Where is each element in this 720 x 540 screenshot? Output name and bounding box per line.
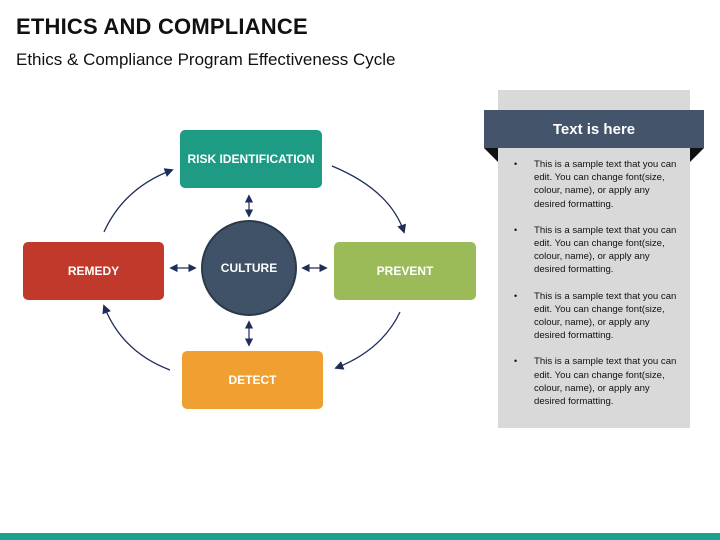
bullet-text: This is a sample text that you can edit.… [534, 159, 677, 210]
bullet-dot-icon: • [514, 159, 518, 169]
ribbon-fold-left [484, 148, 498, 162]
bullet-dot-icon: • [514, 224, 518, 235]
node-risk-identification-label: RISK IDENTIFICATION [187, 152, 315, 166]
arrow-risk-to-prevent [331, 165, 407, 234]
node-prevent: PREVENT [334, 242, 476, 300]
node-prevent-label: PREVENT [376, 264, 434, 278]
node-risk-identification: RISK IDENTIFICATION [180, 130, 322, 188]
arrow-remedy-to-risk [103, 168, 174, 233]
bullet-list: • This is a sample text that you can edi… [514, 158, 680, 421]
bullet-text: This is a sample text that you can edit.… [534, 224, 677, 276]
page-subtitle: Ethics & Compliance Program Effectivenes… [16, 50, 396, 69]
panel-heading: Text is here [484, 110, 704, 148]
center-circle: CULTURE [201, 220, 297, 316]
bullet-dot-icon: • [514, 290, 518, 301]
node-remedy: REMEDY [23, 242, 164, 300]
list-item: • This is a sample text that you can edi… [514, 158, 680, 211]
ribbon-fold-right [690, 148, 704, 162]
list-item: • This is a sample text that you can edi… [514, 224, 680, 277]
bullet-text: This is a sample text that you can edit.… [534, 290, 677, 342]
page-title: ETHICS AND COMPLIANCE [16, 14, 308, 39]
center-label: CULTURE [220, 261, 278, 275]
list-item: • This is a sample text that you can edi… [514, 290, 680, 343]
list-item: • This is a sample text that you can edi… [514, 355, 680, 408]
node-detect: DETECT [182, 351, 323, 409]
node-remedy-label: REMEDY [67, 264, 120, 278]
panel-heading-label: Text is here [552, 120, 636, 138]
node-detect-label: DETECT [228, 373, 277, 387]
bottom-accent-bar [0, 533, 720, 540]
bullet-dot-icon: • [514, 356, 518, 367]
arrow-prevent-to-detect [334, 311, 401, 370]
bullet-text: This is a sample text that you can edit.… [534, 356, 677, 408]
arrow-detect-to-remedy [102, 304, 171, 371]
